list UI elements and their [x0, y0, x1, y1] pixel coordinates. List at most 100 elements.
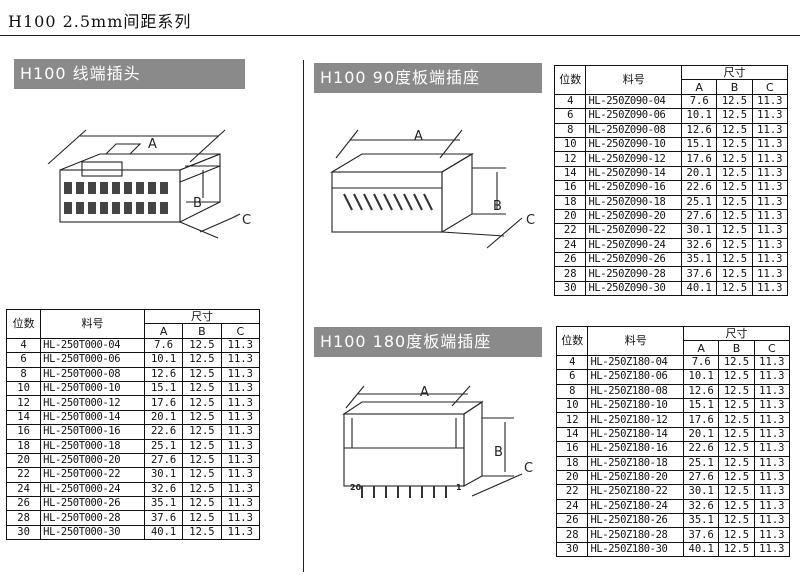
cell-positions: 26	[553, 252, 587, 268]
cell-positions: 14	[555, 426, 589, 443]
cell-a: 35.1	[143, 496, 184, 512]
dim-label-b: B	[494, 445, 503, 460]
dim-label-c: C	[524, 461, 533, 476]
cell-part-no: HL-250Z180-12	[587, 412, 685, 428]
cell-part-no: HL-250Z180-06	[587, 369, 685, 385]
cell-part-no: HL-250T000-12	[40, 395, 145, 411]
cell-c: 11.3	[753, 469, 791, 486]
cell-positions: 22	[555, 484, 589, 500]
cell-b: 12.5	[716, 122, 753, 138]
cell-b: 12.5	[718, 527, 755, 543]
cell-b: 12.5	[718, 354, 755, 371]
col-part-no: 料号	[40, 309, 145, 339]
col-a: A	[681, 79, 718, 95]
cell-positions: 4	[553, 93, 587, 110]
cell-a: 25.1	[143, 438, 184, 454]
cell-part-no: HL-250Z090-22	[585, 223, 683, 239]
cell-b: 12.5	[182, 467, 222, 483]
cell-part-no: HL-250Z090-04	[585, 93, 683, 110]
cell-b: 12.5	[182, 524, 222, 541]
cell-c: 11.3	[753, 527, 791, 543]
col-positions: 位数	[555, 326, 589, 356]
cell-positions: 12	[553, 151, 587, 167]
cell-a: 15.1	[683, 397, 720, 414]
cell-b: 12.5	[718, 498, 755, 515]
cell-a: 32.6	[681, 237, 718, 254]
cell-positions: 12	[5, 395, 42, 411]
cell-positions: 28	[553, 266, 587, 282]
cell-positions: 28	[555, 527, 589, 543]
cell-b: 12.5	[182, 366, 222, 382]
cell-a: 30.1	[681, 223, 718, 239]
cell-c: 11.3	[753, 498, 791, 515]
cell-b: 12.5	[716, 194, 753, 210]
cell-positions: 18	[553, 194, 587, 210]
cell-part-no: HL-250Z180-30	[587, 541, 685, 558]
cell-b: 12.5	[182, 424, 222, 440]
dim-label-a: A	[420, 385, 429, 400]
cell-c: 11.3	[753, 412, 791, 428]
cell-c: 11.3	[220, 524, 261, 541]
cell-part-no: HL-250Z180-14	[587, 426, 685, 443]
cell-c: 11.3	[220, 366, 261, 382]
cell-b: 12.5	[718, 397, 755, 414]
cell-positions: 24	[555, 498, 589, 515]
cell-a: 17.6	[681, 151, 718, 167]
cell-b: 12.5	[716, 93, 753, 110]
cell-part-no: HL-250T000-30	[40, 524, 145, 541]
cell-c: 11.3	[751, 93, 789, 110]
cell-positions: 24	[553, 237, 587, 254]
cell-b: 12.5	[716, 266, 753, 282]
cell-a: 27.6	[143, 452, 184, 469]
cell-positions: 6	[5, 352, 42, 368]
cell-b: 12.5	[718, 441, 755, 457]
cell-part-no: HL-250T000-08	[40, 366, 145, 382]
cell-c: 11.3	[751, 180, 789, 196]
cell-a: 10.1	[683, 369, 720, 385]
cell-b: 12.5	[718, 541, 755, 558]
cell-b: 12.5	[182, 481, 222, 498]
cell-a: 12.6	[683, 383, 720, 399]
cell-a: 37.6	[681, 266, 718, 282]
cell-b: 12.5	[182, 438, 222, 454]
cell-positions: 14	[5, 409, 42, 426]
cell-c: 11.3	[751, 151, 789, 167]
cell-positions: 26	[5, 496, 42, 512]
cell-a: 25.1	[681, 194, 718, 210]
cell-a: 22.6	[683, 441, 720, 457]
cell-positions: 26	[555, 513, 589, 529]
cell-positions: 24	[5, 481, 42, 498]
cell-c: 11.3	[751, 266, 789, 282]
cell-a: 32.6	[683, 498, 720, 515]
cell-a: 22.6	[681, 180, 718, 196]
col-size: 尺寸	[681, 64, 788, 81]
cell-positions: 8	[553, 122, 587, 138]
col-part-no: 料号	[587, 326, 685, 356]
cell-positions: 20	[555, 469, 589, 486]
cell-part-no: HL-250Z180-28	[587, 527, 685, 543]
cell-b: 12.5	[716, 165, 753, 182]
cell-part-no: HL-250Z180-20	[587, 469, 685, 486]
cell-positions: 16	[5, 424, 42, 440]
